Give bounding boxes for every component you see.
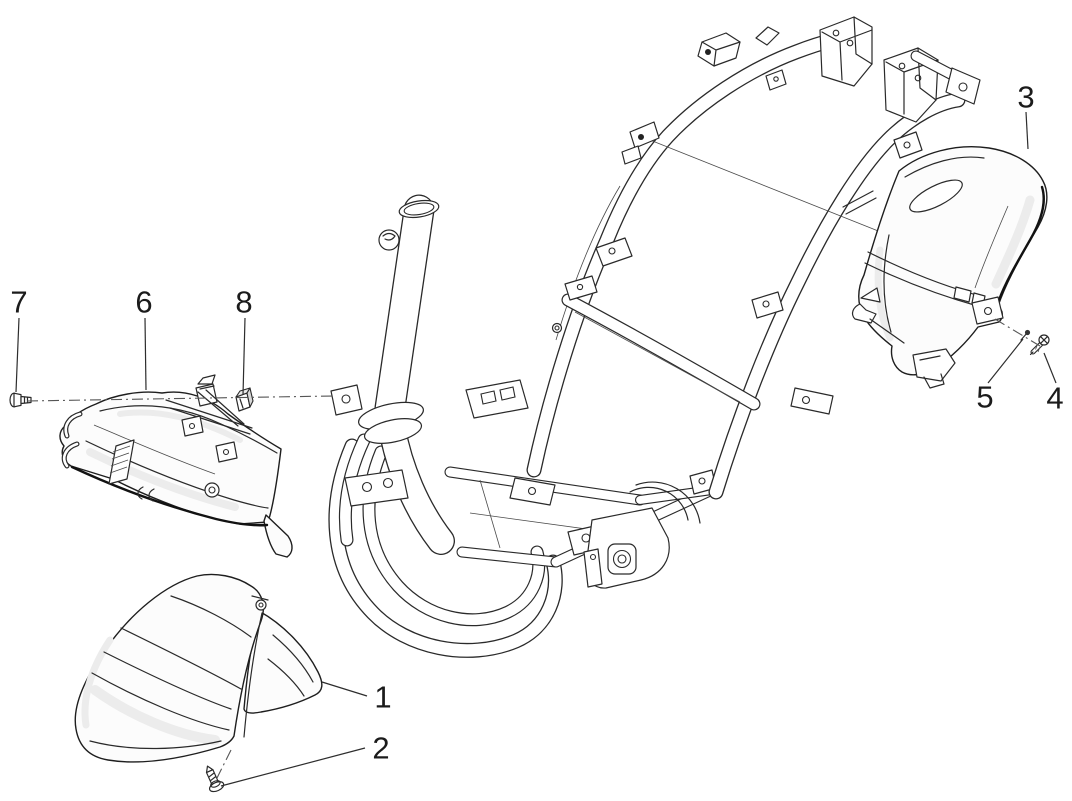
rear-mudguard-pin bbox=[1020, 329, 1031, 341]
callout-label-1: 1 bbox=[374, 679, 392, 715]
callout-label-2: 2 bbox=[372, 730, 390, 766]
centerline-cover-fasteners bbox=[26, 395, 334, 402]
rear-mudguard-screw bbox=[1029, 334, 1050, 356]
leader-lines bbox=[15, 111, 1057, 787]
centerline-rear-screw bbox=[994, 318, 1041, 347]
leader-4 bbox=[1043, 352, 1057, 384]
leader-1 bbox=[321, 681, 368, 697]
callout-label-8: 8 bbox=[235, 284, 253, 320]
centerlines bbox=[26, 318, 1041, 781]
callout-label-3: 3 bbox=[1017, 79, 1035, 115]
leader-3 bbox=[1025, 111, 1029, 150]
rear-wheel-cover bbox=[59, 374, 293, 558]
callout-label-4: 4 bbox=[1046, 380, 1064, 416]
callout-label-7: 7 bbox=[10, 284, 28, 320]
leader-5 bbox=[987, 338, 1024, 384]
front-mudguard bbox=[74, 573, 323, 763]
centerline-front-screw bbox=[215, 749, 232, 781]
leader-8 bbox=[242, 317, 246, 396]
leader-6 bbox=[144, 317, 147, 391]
rear-mudguard bbox=[851, 146, 1048, 389]
leader-7 bbox=[15, 317, 20, 393]
cover-screw bbox=[9, 392, 32, 408]
frame bbox=[328, 16, 981, 658]
leader-2 bbox=[220, 747, 366, 787]
cover-clip bbox=[235, 387, 254, 412]
callout-label-6: 6 bbox=[135, 284, 153, 320]
front-mudguard-screw bbox=[205, 765, 225, 793]
callout-label-5: 5 bbox=[976, 379, 994, 415]
